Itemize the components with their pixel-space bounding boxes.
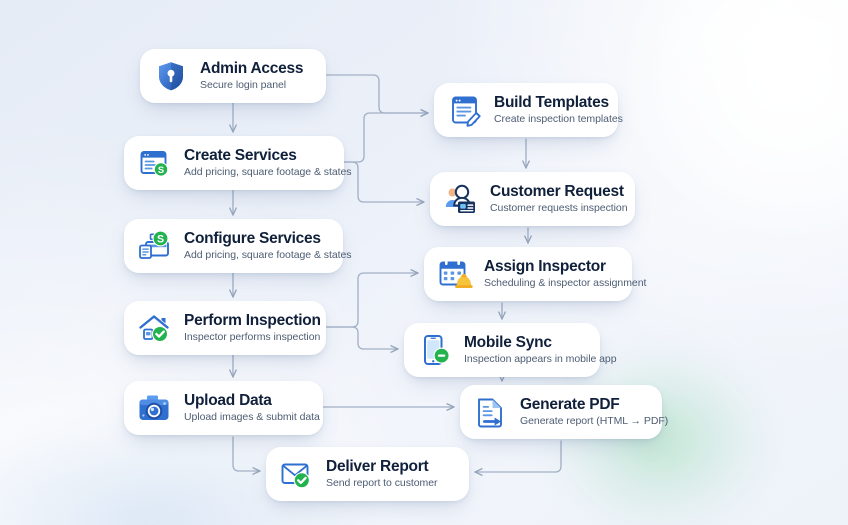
svg-text:S: S xyxy=(157,234,164,246)
node-admin-access[interactable]: Admin Access Secure login panel xyxy=(140,49,326,103)
node-title: Customer Request xyxy=(490,182,624,200)
camera-icon xyxy=(137,390,173,426)
node-upload-data[interactable]: Upload Data Upload images & submit data xyxy=(124,381,323,435)
node-customer-request[interactable]: Customer Request Customer requests inspe… xyxy=(430,172,635,226)
node-subtitle: Secure login panel xyxy=(200,78,287,91)
node-subtitle: Scheduling & inspector assignment xyxy=(484,276,647,289)
customer-id-icon xyxy=(443,181,479,217)
node-subtitle: Send report to customer xyxy=(326,476,438,489)
node-title: Build Templates xyxy=(494,93,609,111)
node-subtitle: Add pricing, square footage & states xyxy=(184,165,352,178)
shield-key-icon xyxy=(153,58,189,94)
node-title: Assign Inspector xyxy=(484,257,606,275)
card-dollar-icon: S xyxy=(137,228,173,264)
mobile-sync-icon xyxy=(417,332,453,368)
calendar-hardhat-icon xyxy=(437,256,473,292)
node-subtitle: Create inspection templates xyxy=(494,112,623,125)
node-perform-inspection[interactable]: Perform Inspection Inspector performs in… xyxy=(124,301,326,355)
node-create-services[interactable]: S Create Services Add pricing, square fo… xyxy=(124,136,352,190)
node-subtitle: Inspector performs inspection xyxy=(184,330,321,343)
node-title: Upload Data xyxy=(184,391,272,409)
node-title: Create Services xyxy=(184,146,297,164)
node-title: Perform Inspection xyxy=(184,311,321,329)
envelope-check-icon xyxy=(279,456,315,492)
document-pencil-icon xyxy=(447,92,483,128)
node-configure-services[interactable]: S Configure Services Add pricing, square… xyxy=(124,219,352,273)
node-generate-pdf[interactable]: Generate PDF Generate report (HTML → PDF… xyxy=(460,385,669,439)
node-subtitle: Upload images & submit data xyxy=(184,410,320,423)
node-assign-inspector[interactable]: Assign Inspector Scheduling & inspector … xyxy=(424,247,647,301)
node-deliver-report[interactable]: Deliver Report Send report to customer xyxy=(266,447,469,501)
node-build-templates[interactable]: Build Templates Create inspection templa… xyxy=(434,83,623,137)
node-subtitle: Generate report (HTML → PDF) xyxy=(520,414,669,427)
node-mobile-sync[interactable]: Mobile Sync Inspection appears in mobile… xyxy=(404,323,617,377)
browser-dollar-icon: S xyxy=(137,145,173,181)
node-subtitle: Inspection appears in mobile app xyxy=(464,352,617,365)
svg-text:S: S xyxy=(158,164,164,175)
node-title: Deliver Report xyxy=(326,457,429,475)
node-subtitle: Customer requests inspection xyxy=(490,201,628,214)
node-title: Mobile Sync xyxy=(464,333,552,351)
document-export-icon xyxy=(473,394,509,430)
node-subtitle: Add pricing, square footage & states xyxy=(184,248,352,261)
node-title: Admin Access xyxy=(200,59,304,77)
node-title: Configure Services xyxy=(184,229,321,247)
node-title: Generate PDF xyxy=(520,395,620,413)
house-check-icon xyxy=(137,310,173,346)
background-glow-top-right xyxy=(600,0,848,240)
